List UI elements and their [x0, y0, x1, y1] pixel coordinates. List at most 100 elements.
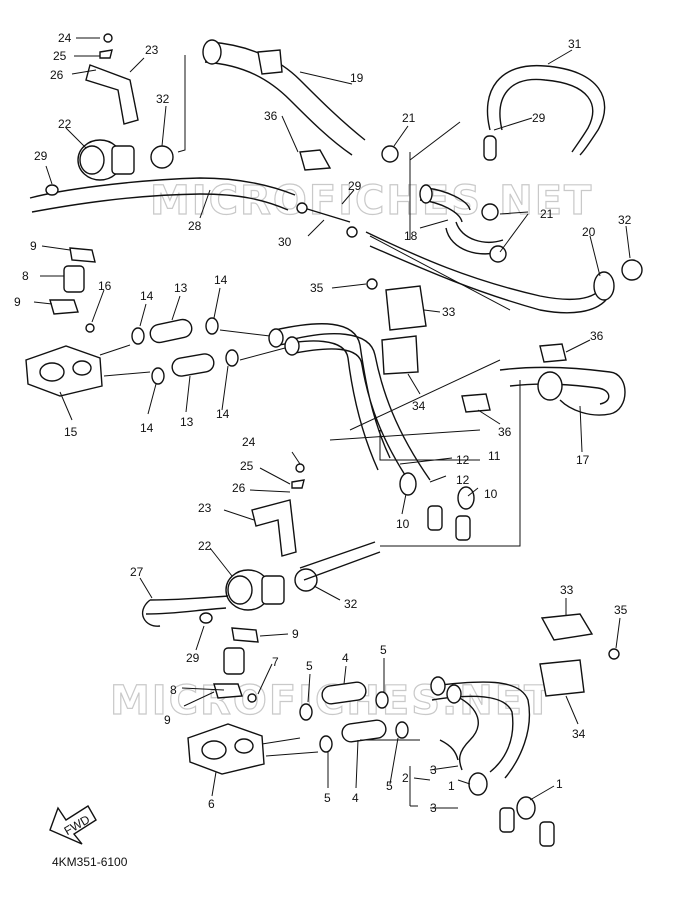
lower-assembly — [141, 380, 620, 847]
hose-13-b — [171, 353, 215, 377]
hose-18 — [419, 187, 506, 255]
screw-24-lower — [295, 463, 305, 473]
hose-19 — [204, 41, 366, 156]
callout-5-a: 5 — [306, 659, 313, 673]
callout-14-a: 14 — [140, 289, 154, 303]
callout-8-upper: 8 — [22, 269, 29, 283]
washer-25-lower — [291, 479, 305, 489]
callout-23-upper: 23 — [145, 43, 159, 57]
callout-34-upper: 34 — [412, 399, 426, 413]
callout-3-b: 3 — [430, 801, 437, 815]
clamp-5-d — [395, 721, 409, 739]
pipe-20-end — [593, 271, 615, 301]
callout-8-lower: 8 — [170, 683, 177, 697]
clamp-21-top — [381, 145, 399, 163]
clamp-36-right — [539, 343, 567, 363]
clamp-9-upper-b — [49, 299, 79, 315]
nipple-10-b — [455, 515, 471, 541]
callout-21-top: 21 — [402, 111, 416, 125]
callout-25-upper: 25 — [53, 49, 67, 63]
callout-labels: 24 25 26 23 32 22 29 28 9 8 9 16 15 14 1… — [14, 31, 632, 815]
callout-10-left: 10 — [396, 517, 410, 531]
callout-29-lower: 29 — [186, 651, 200, 665]
callout-14-b: 14 — [214, 273, 228, 287]
callout-24-upper: 24 — [58, 31, 72, 45]
washer-25-upper — [99, 49, 113, 59]
callout-9-lower-a: 9 — [292, 627, 299, 641]
clamp-21-b — [489, 245, 507, 263]
cap-8-upper — [63, 265, 85, 293]
callout-22-lower: 22 — [198, 539, 212, 553]
hose-17 — [499, 366, 626, 416]
callout-26-lower: 26 — [232, 481, 246, 495]
upper-assembly — [25, 33, 643, 541]
bracket-23-upper — [85, 64, 139, 125]
clamp-9-upper-a — [69, 247, 96, 263]
callout-2: 2 — [402, 771, 409, 785]
nipple-10-a — [427, 505, 443, 531]
clamp-21-a — [481, 203, 499, 221]
hose-13-a — [149, 318, 193, 344]
callout-36-lower: 36 — [498, 425, 512, 439]
callout-6: 6 — [208, 797, 215, 811]
callout-35-upper: 35 — [310, 281, 324, 295]
callout-29-top: 29 — [532, 111, 546, 125]
clamp-36-left — [299, 149, 332, 171]
clamp-32-right — [621, 259, 643, 281]
callout-14-c: 14 — [140, 421, 154, 435]
clamp-5-c — [319, 735, 333, 753]
callout-33-lower: 33 — [560, 583, 574, 597]
clamp-36-top — [257, 49, 283, 75]
callout-10-right: 10 — [484, 487, 498, 501]
clamp-5-b — [375, 691, 389, 709]
callout-29-mid: 29 — [348, 179, 362, 193]
callout-24-lower: 24 — [242, 435, 256, 449]
callout-11: 11 — [488, 449, 501, 463]
callout-18: 18 — [404, 229, 418, 243]
callout-5-b: 5 — [380, 643, 387, 657]
hose-3-end-a — [430, 676, 446, 696]
nipple-1-a — [499, 807, 515, 833]
callout-13-a: 13 — [174, 281, 188, 295]
callout-29-upper-left: 29 — [34, 149, 48, 163]
clamp-32-upper — [150, 145, 174, 169]
hose-28 — [29, 177, 296, 213]
valve-6 — [187, 723, 265, 775]
cap-1-b — [516, 796, 536, 820]
callout-17: 17 — [576, 453, 590, 467]
hose-3-end-b — [446, 684, 462, 704]
damper-33-lower — [540, 613, 594, 641]
callout-23-lower: 23 — [198, 501, 212, 515]
bolt-35-lower — [608, 648, 620, 660]
watermark-top: MICROFICHES.NET — [150, 178, 593, 224]
hose-12-upper — [274, 323, 431, 491]
cap-10-b — [457, 486, 475, 510]
callout-5-c: 5 — [324, 791, 331, 805]
clamp-9-lower-a — [231, 627, 259, 643]
callout-35-lower: 35 — [614, 603, 628, 617]
clip-29-lower — [199, 612, 213, 624]
clamp-14-d — [225, 349, 239, 367]
clamp-5-a — [299, 703, 313, 721]
hose-17-end — [537, 371, 563, 401]
hose-18-end — [419, 184, 433, 204]
hose-19-end — [202, 39, 222, 65]
hose-31 — [486, 64, 606, 156]
callout-15: 15 — [64, 425, 78, 439]
bracket-23-lower — [251, 499, 297, 557]
pipe-20 — [365, 231, 607, 314]
callout-12-a: 12 — [456, 453, 470, 467]
screw-24-upper — [103, 33, 113, 43]
clamp-9-lower-b — [213, 683, 243, 699]
callout-26-upper: 26 — [50, 68, 64, 82]
damper-33-upper — [385, 285, 427, 331]
callout-36-right: 36 — [590, 329, 604, 343]
callout-34-lower: 34 — [572, 727, 586, 741]
clamp-14-c — [151, 367, 165, 385]
valve-15 — [25, 345, 103, 397]
bolt-16 — [85, 323, 95, 333]
callout-32-upper: 32 — [156, 92, 170, 106]
callout-33-upper: 33 — [442, 305, 456, 319]
callout-9-upper-a: 9 — [30, 239, 37, 253]
